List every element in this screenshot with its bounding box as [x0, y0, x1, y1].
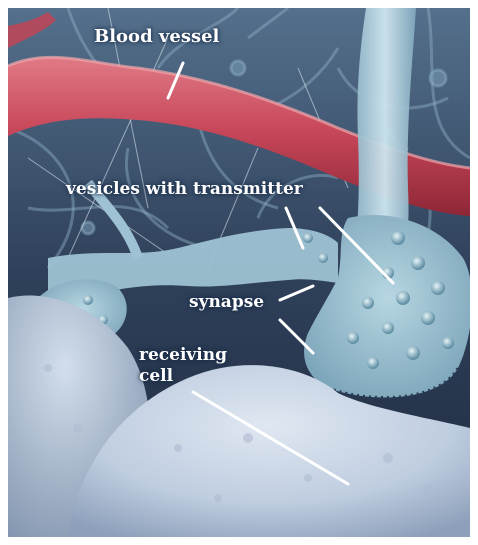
neuron-illustration — [8, 8, 470, 537]
label-synapse: synapse — [189, 293, 264, 312]
label-receiving-line1: receiving — [139, 345, 227, 366]
label-receiving-line2: cell — [139, 366, 227, 387]
label-blood-vessel: Blood vessel — [94, 27, 219, 47]
illustration-frame: Blood vessel vesicles with transmitter s… — [8, 8, 470, 537]
label-vesicles-with-transmitter: vesicles with transmitter — [66, 180, 303, 199]
label-receiving-cell: receiving cell — [139, 345, 227, 388]
